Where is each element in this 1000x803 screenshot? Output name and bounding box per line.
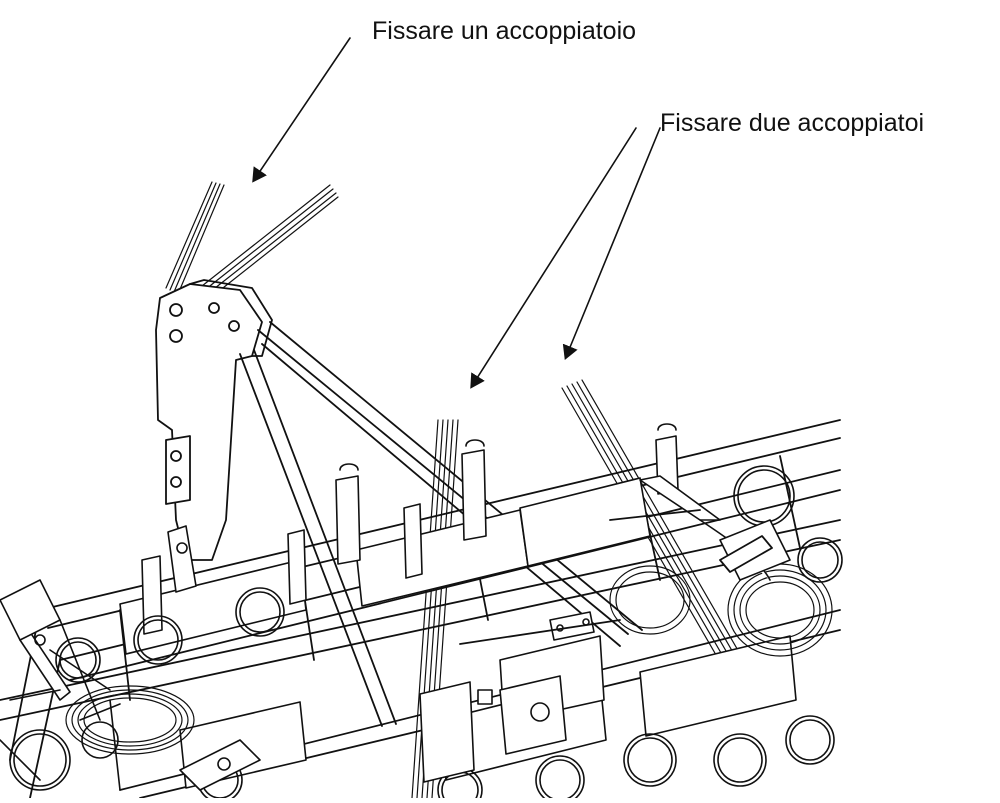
- mast-plate: [155, 279, 273, 561]
- left-lower-assembly: [0, 579, 121, 791]
- callout-two-couplers: Fissare due accoppiatoi: [660, 109, 925, 137]
- spring-tines: [9, 465, 843, 803]
- arrow-two-couplers-right: [562, 127, 661, 360]
- lever-handle: [459, 509, 773, 645]
- hinge-details: [19, 475, 791, 791]
- support-posts: [141, 423, 679, 635]
- callout-arrows: [252, 37, 661, 389]
- callout-one-coupler: Fissare un accoppiatoio: [372, 17, 637, 45]
- arrow-one-coupler: [252, 37, 351, 183]
- mast-braces: [239, 321, 643, 727]
- arrow-two-couplers-left: [470, 127, 637, 389]
